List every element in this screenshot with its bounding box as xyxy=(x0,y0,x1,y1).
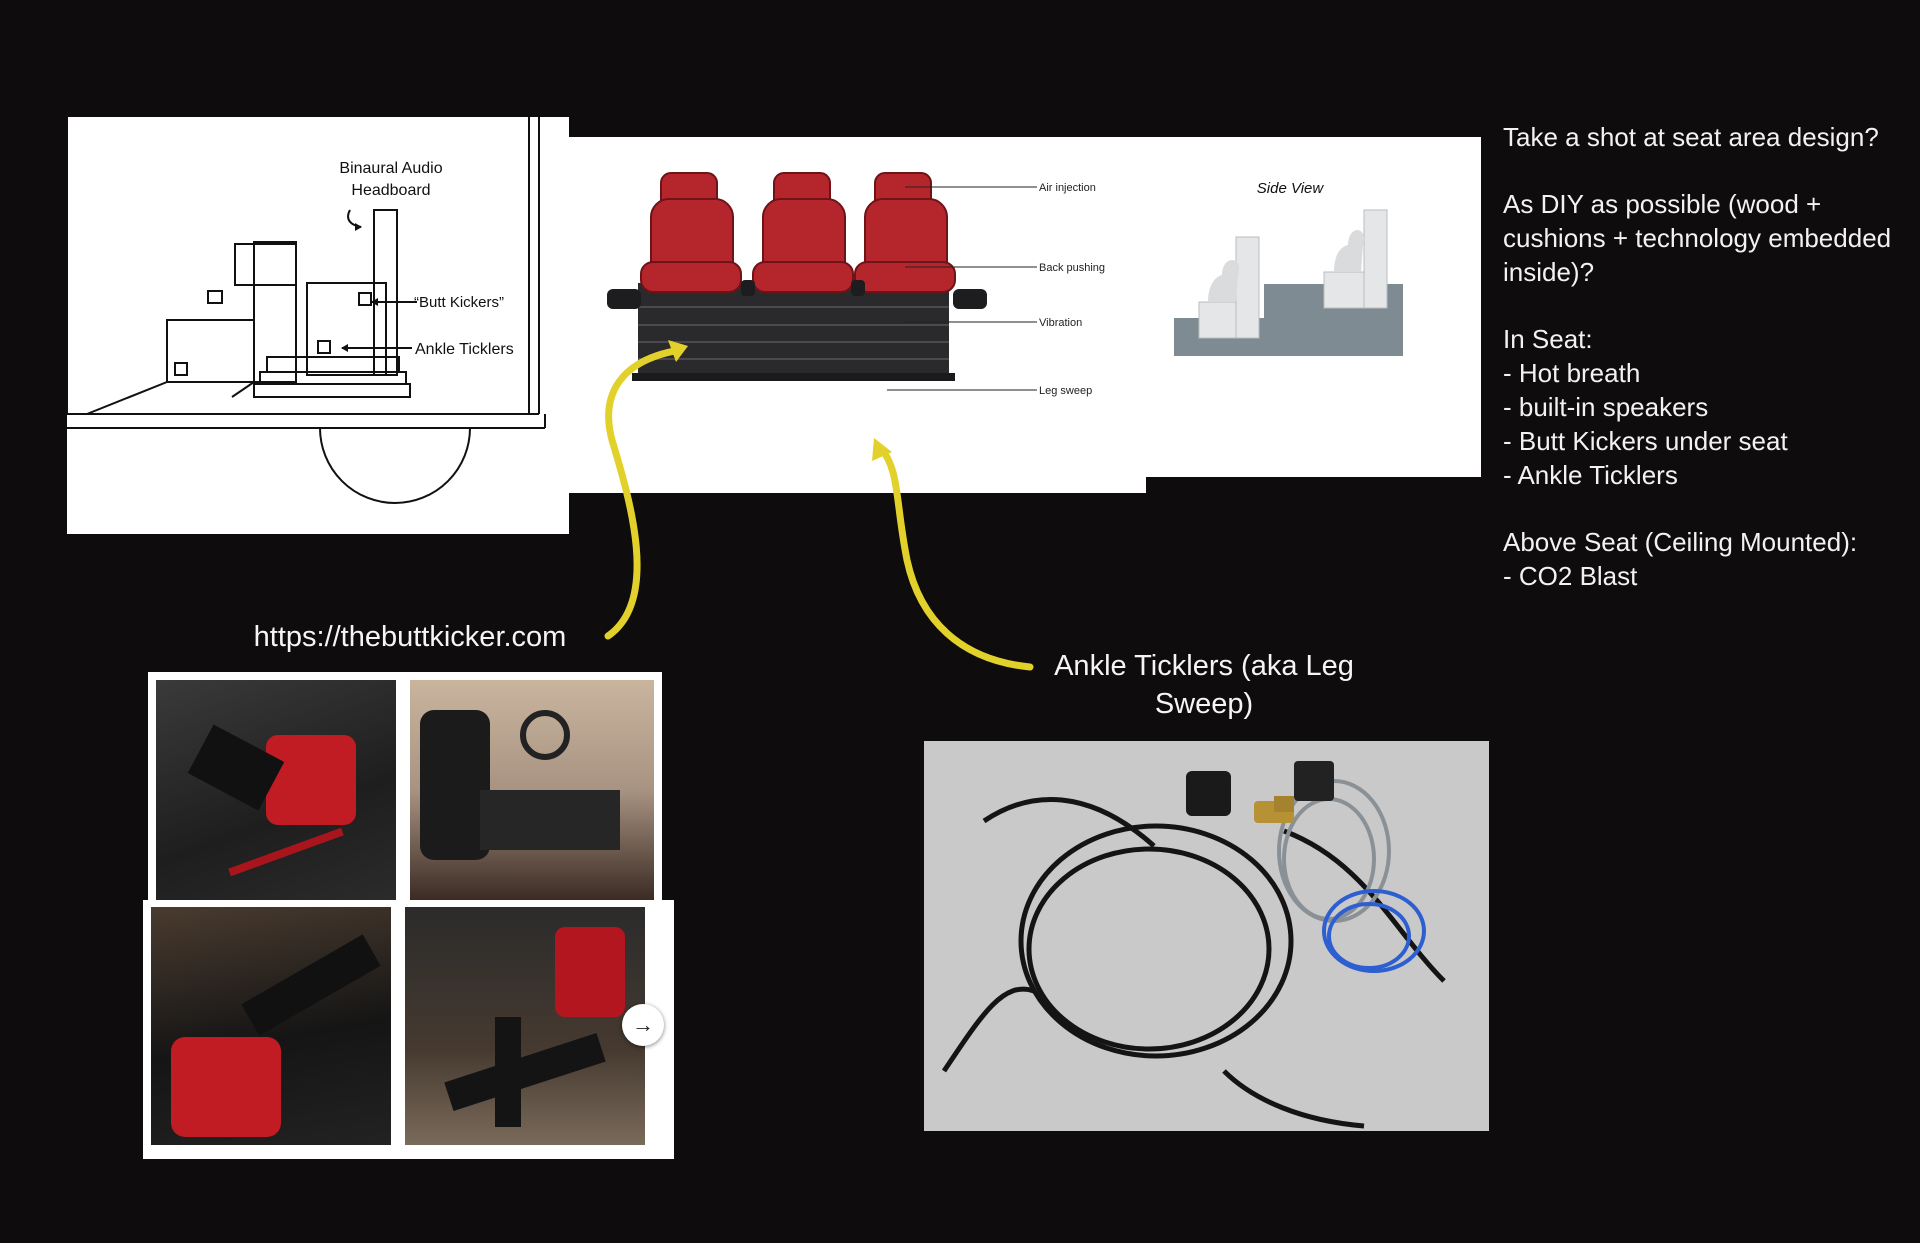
in-seat-item: - Butt Kickers under seat xyxy=(1503,426,1788,456)
design-notes: Take a shot at seat area design? As DIY … xyxy=(1503,120,1913,626)
side-view-title: Side View xyxy=(1257,180,1325,197)
in-seat-item: - Hot breath xyxy=(1503,358,1641,388)
vibration-label: Vibration xyxy=(1039,317,1082,329)
buttkicker-url-caption[interactable]: https://thebuttkicker.com xyxy=(215,618,605,656)
ankle-ticklers-label: Ankle Ticklers xyxy=(415,341,514,358)
in-seat-heading: In Seat: xyxy=(1503,324,1593,354)
motion-chairs-image: Air injection Back pushing Vibration Leg… xyxy=(607,172,1105,397)
above-seat-heading: Above Seat (Ceiling Mounted): xyxy=(1503,527,1858,557)
buttkicker-photo-2 xyxy=(410,680,654,900)
buttkicker-photo-3 xyxy=(151,907,391,1145)
notes-question: Take a shot at seat area design? xyxy=(1503,122,1879,152)
side-view-panel: Side View xyxy=(1146,137,1481,477)
in-seat-item: - Ankle Ticklers xyxy=(1503,460,1678,490)
headboard-label-line1: Binaural Audio xyxy=(339,160,442,177)
above-seat-item: - CO2 Blast xyxy=(1503,561,1638,591)
arrow-right-icon: → xyxy=(632,1012,654,1037)
back-pushing-label: Back pushing xyxy=(1039,262,1105,274)
side-view-diagram: Side View xyxy=(1174,180,1403,356)
notes-diy: As DIY as possible (wood + cushions + te… xyxy=(1503,189,1892,287)
buttkicker-gallery xyxy=(148,672,662,900)
ankle-tickler-arrow xyxy=(876,443,1034,671)
buttkicker-photo-4 xyxy=(405,907,645,1145)
buttkicker-photo-1 xyxy=(156,680,396,900)
in-seat-item: - built-in speakers xyxy=(1503,392,1709,422)
above-seat-list: - CO2 Blast xyxy=(1503,559,1913,593)
leg-sweep-hardware-photo xyxy=(924,741,1489,1131)
ankle-ticklers-caption-line2: Sweep) xyxy=(1154,688,1254,720)
buttkicker-arrow xyxy=(604,346,684,640)
air-injection-label: Air injection xyxy=(1039,182,1096,194)
gallery-next-button[interactable]: → xyxy=(622,1004,664,1046)
buttkicker-gallery-lower xyxy=(143,900,674,1159)
hose-kit-image xyxy=(941,761,1446,1129)
motion-chairs-panel: Air injection Back pushing Vibration Leg… xyxy=(569,137,1146,493)
buttkicker-url-link[interactable]: https://thebuttkicker.com xyxy=(253,621,567,653)
in-seat-list: - Hot breath - built-in speakers - Butt … xyxy=(1503,356,1913,492)
ankle-ticklers-caption-line1: Ankle Ticklers (aka Leg xyxy=(1054,650,1354,682)
leg-sweep-label: Leg sweep xyxy=(1039,385,1092,397)
butt-kickers-label: “Butt Kickers” xyxy=(414,294,504,311)
ankle-ticklers-caption: Ankle Ticklers (aka Leg Sweep) xyxy=(1030,647,1378,723)
seat-sketch-panel: Binaural Audio Headboard “Butt Kickers” … xyxy=(67,117,569,534)
headboard-label-line2: Headboard xyxy=(351,182,430,199)
seat-sketch-drawing: Binaural Audio Headboard “Butt Kickers” … xyxy=(67,117,546,504)
